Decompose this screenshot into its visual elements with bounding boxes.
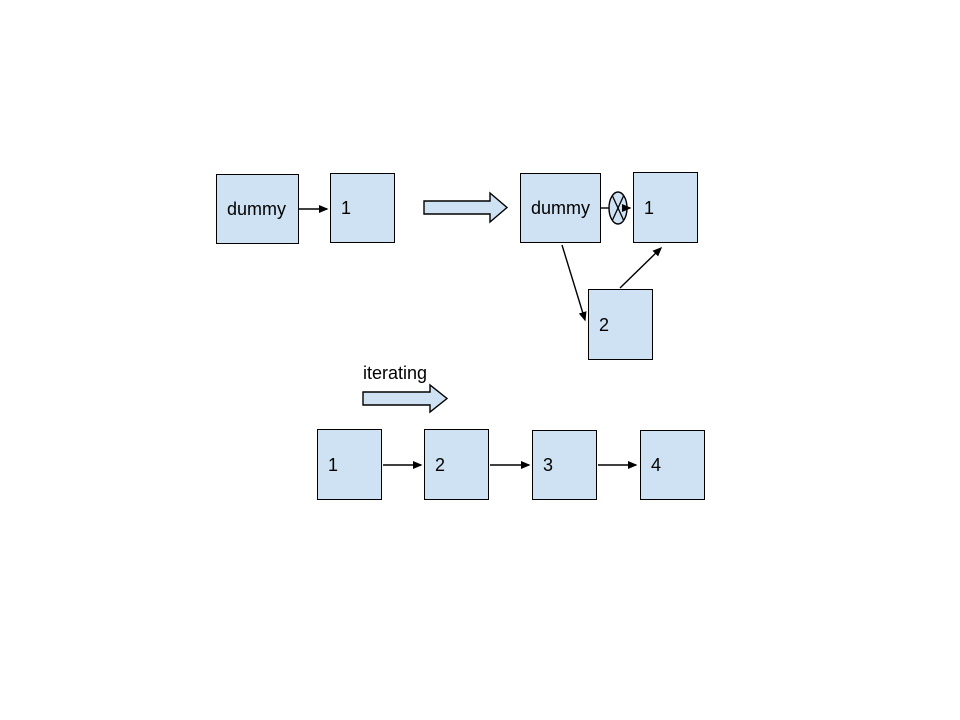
node-list-4: 4 (640, 430, 705, 500)
node-label: dummy (531, 198, 591, 218)
crossed-pointer-icon (608, 191, 628, 225)
iterating-arrow-icon (362, 383, 449, 414)
node-label: 1 (341, 198, 352, 218)
transform-arrow-icon (423, 191, 509, 224)
node-after-1: 1 (633, 172, 698, 243)
node-before-dummy: dummy (216, 174, 299, 244)
pointer-after-2-to-1 (619, 246, 663, 289)
node-before-1: 1 (330, 173, 395, 243)
node-list-2: 2 (424, 429, 489, 500)
node-after-2: 2 (588, 289, 653, 360)
node-label: 1 (644, 197, 655, 218)
node-list-1: 1 (317, 429, 382, 500)
node-after-dummy: dummy (520, 173, 601, 243)
node-label: 3 (543, 455, 554, 475)
node-label: 2 (599, 314, 610, 335)
pointer-after-dummy-to-2 (561, 244, 587, 322)
node-label: 1 (328, 454, 339, 475)
node-label: 2 (435, 454, 446, 475)
node-list-3: 3 (532, 430, 597, 500)
node-label: dummy (227, 199, 287, 219)
iterating-caption: iterating (363, 363, 428, 383)
node-label: 4 (651, 455, 662, 475)
